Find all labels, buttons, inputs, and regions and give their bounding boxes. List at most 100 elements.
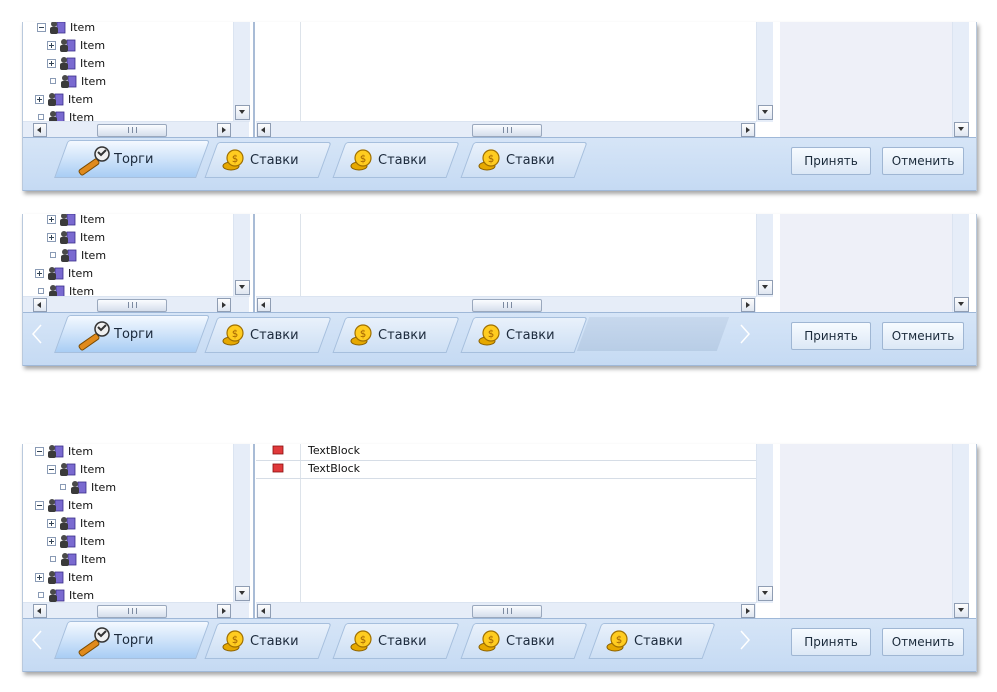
splitter[interactable] (253, 214, 255, 314)
scroll-thumb[interactable] (472, 299, 542, 312)
scroll-right-button[interactable] (741, 123, 755, 137)
scroll-down-button[interactable] (954, 122, 969, 137)
data-grid[interactable] (256, 22, 756, 122)
accept-button[interactable]: Принять (791, 628, 871, 656)
tree-view[interactable]: Item Item Item Item Item (23, 22, 255, 122)
tab-bets[interactable]: $ Ставки (332, 623, 460, 659)
scroll-down-button[interactable] (758, 280, 773, 295)
tree-item[interactable]: Item (35, 496, 93, 514)
scroll-right-button[interactable] (217, 604, 231, 618)
details-vertical-scrollbar[interactable] (952, 444, 969, 620)
tab-auctions[interactable]: Торги (54, 621, 210, 659)
scroll-left-button[interactable] (33, 604, 47, 618)
scroll-down-button[interactable] (758, 105, 773, 120)
tab-bets[interactable]: $ Ставки (588, 623, 716, 659)
data-grid[interactable] (256, 214, 756, 297)
tree-item[interactable]: Item (47, 72, 106, 90)
tab-scroll-left-icon[interactable] (31, 629, 43, 651)
table-row[interactable]: TextBlock (256, 444, 756, 461)
accept-button[interactable]: Принять (791, 147, 871, 175)
grid-vertical-scrollbar[interactable] (756, 214, 773, 297)
tab-scroll-right-icon[interactable] (739, 323, 751, 345)
tree-horizontal-scrollbar[interactable] (23, 602, 249, 620)
tab-scroll-right-icon[interactable] (739, 629, 751, 651)
collapse-icon[interactable] (37, 22, 46, 32)
table-row[interactable]: TextBlock (256, 460, 756, 479)
accept-button[interactable]: Принять (791, 322, 871, 350)
scroll-left-button[interactable] (33, 123, 47, 137)
tree-item[interactable]: Item (47, 36, 105, 54)
scroll-right-button[interactable] (217, 298, 231, 312)
tab-bets[interactable]: $ Ставки (460, 317, 588, 353)
tab-bets[interactable]: $ Ставки (204, 623, 332, 659)
scroll-left-button[interactable] (257, 298, 271, 312)
expand-icon[interactable] (35, 268, 44, 278)
expand-icon[interactable] (47, 518, 56, 528)
tree-view[interactable]: Item Item Item Item Item (23, 444, 255, 603)
tree-vertical-scrollbar[interactable] (233, 444, 250, 603)
scroll-thumb[interactable] (97, 299, 167, 312)
tree-item[interactable]: Item (47, 514, 105, 532)
tab-bets[interactable]: $ Ставки (204, 317, 332, 353)
splitter[interactable] (253, 22, 255, 139)
cancel-button[interactable]: Отменить (882, 628, 964, 656)
tab-bets[interactable]: $ Ставки (460, 623, 588, 659)
tab-scroll-left-icon[interactable] (31, 323, 43, 345)
grid-vertical-scrollbar[interactable] (756, 444, 773, 603)
tree-item[interactable]: Item (47, 246, 106, 264)
tree-item[interactable]: Item (47, 460, 105, 478)
tree-view[interactable]: Item Item Item Item Item (23, 214, 255, 297)
tree-item[interactable]: Item (35, 444, 93, 460)
splitter[interactable] (253, 444, 255, 620)
tree-item[interactable]: Item (35, 108, 94, 122)
collapse-icon[interactable] (47, 464, 56, 474)
tab-bets[interactable]: $ Ставки (204, 142, 332, 178)
expand-icon[interactable] (47, 214, 56, 224)
tree-item[interactable]: Item (47, 228, 105, 246)
tree-horizontal-scrollbar[interactable] (23, 121, 249, 139)
data-grid[interactable]: TextBlock TextBlock (256, 444, 756, 603)
tree-item[interactable]: Item (35, 282, 94, 297)
tab-bets[interactable]: $ Ставки (460, 142, 588, 178)
details-vertical-scrollbar[interactable] (952, 22, 969, 139)
expand-icon[interactable] (47, 40, 56, 50)
scroll-thumb[interactable] (97, 605, 167, 618)
grid-horizontal-scrollbar[interactable] (256, 121, 756, 139)
tree-item[interactable]: Item (47, 54, 105, 72)
scroll-right-button[interactable] (217, 123, 231, 137)
tree-item[interactable]: Item (47, 214, 105, 228)
expand-icon[interactable] (35, 572, 44, 582)
grid-horizontal-scrollbar[interactable] (256, 296, 756, 314)
details-vertical-scrollbar[interactable] (952, 214, 969, 314)
scroll-down-button[interactable] (235, 586, 250, 601)
tree-item[interactable]: Item (35, 586, 94, 603)
tree-item[interactable]: Item (35, 568, 93, 586)
scroll-down-button[interactable] (758, 586, 773, 601)
grid-horizontal-scrollbar[interactable] (256, 602, 756, 620)
tab-auctions[interactable]: Торги (54, 140, 210, 178)
expand-icon[interactable] (35, 94, 44, 104)
scroll-left-button[interactable] (33, 298, 47, 312)
scroll-right-button[interactable] (741, 298, 755, 312)
scroll-down-button[interactable] (235, 105, 250, 120)
scroll-down-button[interactable] (954, 297, 969, 312)
tree-horizontal-scrollbar[interactable] (23, 296, 249, 314)
scroll-thumb[interactable] (472, 605, 542, 618)
tab-auctions[interactable]: Торги (54, 315, 210, 353)
tree-vertical-scrollbar[interactable] (233, 22, 250, 122)
scroll-thumb[interactable] (472, 124, 542, 137)
cancel-button[interactable]: Отменить (882, 322, 964, 350)
tree-item[interactable]: Item (57, 478, 116, 496)
collapse-icon[interactable] (35, 446, 44, 456)
expand-icon[interactable] (47, 58, 56, 68)
tree-item[interactable]: Item (47, 532, 105, 550)
scroll-thumb[interactable] (97, 124, 167, 137)
tree-item[interactable]: Item (47, 550, 106, 568)
scroll-right-button[interactable] (741, 604, 755, 618)
tree-item[interactable]: Item (35, 90, 93, 108)
tree-vertical-scrollbar[interactable] (233, 214, 250, 297)
tree-item[interactable]: Item (35, 264, 93, 282)
cancel-button[interactable]: Отменить (882, 147, 964, 175)
tab-bets[interactable]: $ Ставки (332, 142, 460, 178)
collapse-icon[interactable] (35, 500, 44, 510)
